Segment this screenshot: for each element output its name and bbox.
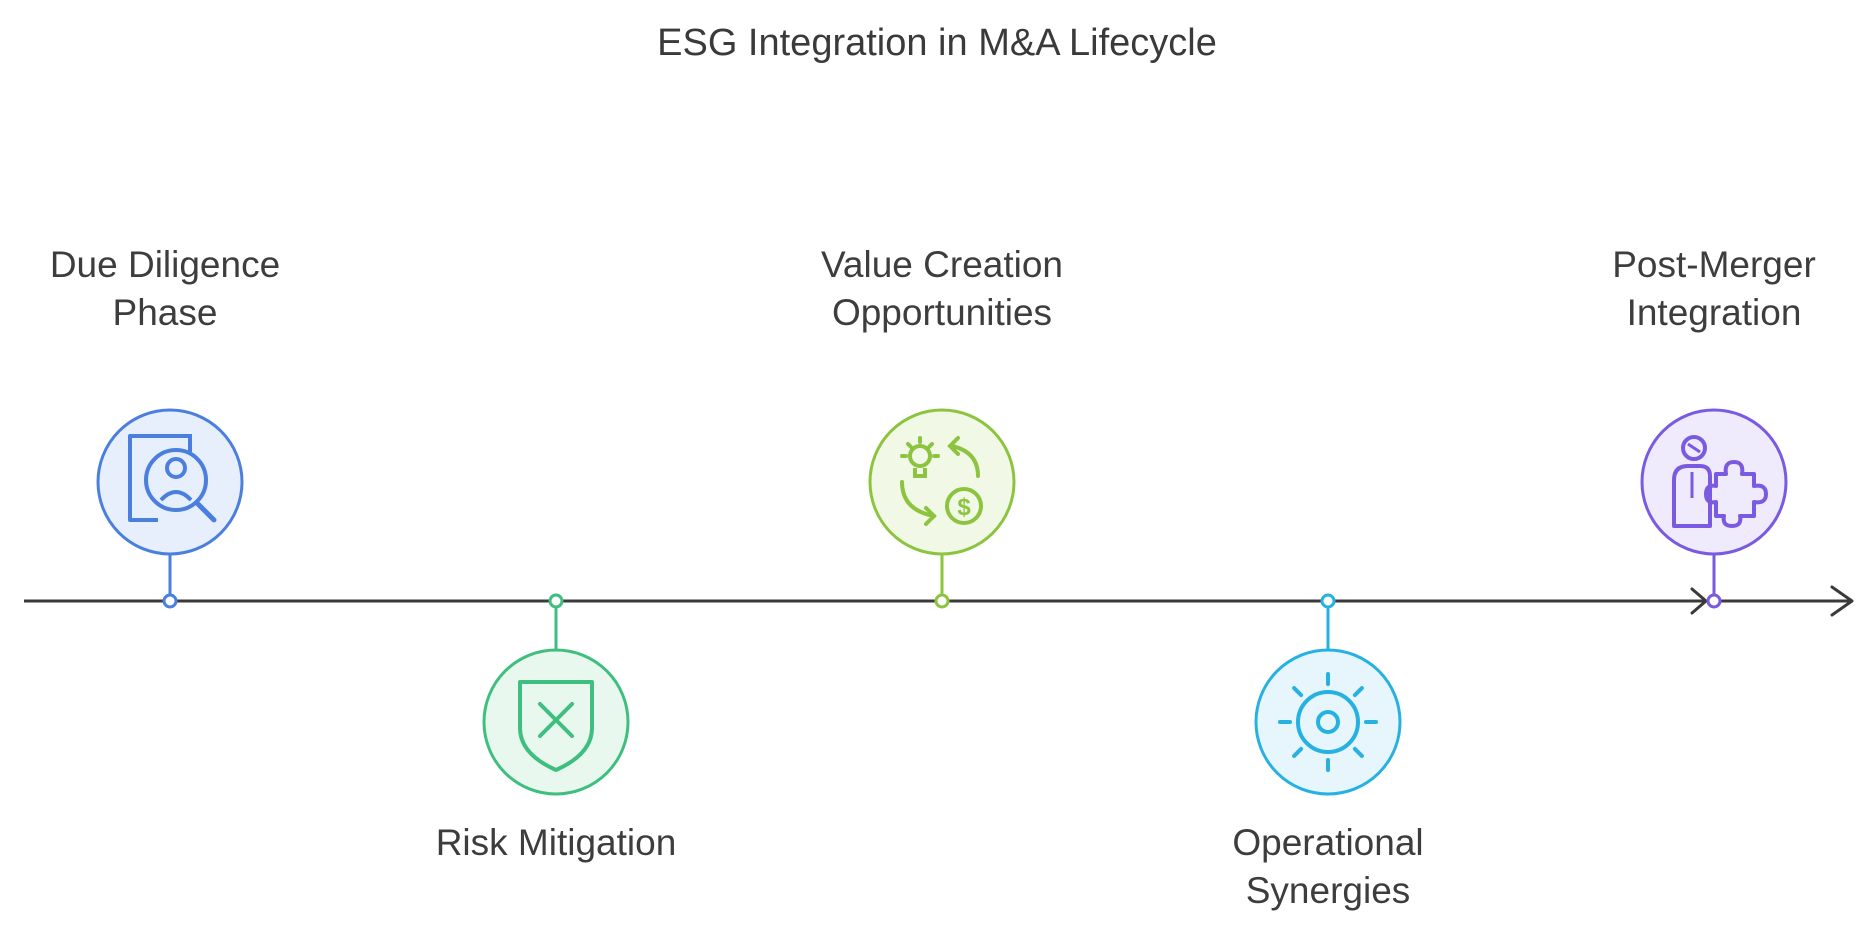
stage-circle (1254, 648, 1402, 796)
stage-circle (96, 408, 244, 556)
timeline-arrowhead-icon (1830, 585, 1854, 617)
stage-risk-mitigation: Risk Mitigation (436, 593, 677, 863)
timeline-dot (1706, 593, 1722, 609)
diagram-title: ESG Integration in M&A Lifecycle (657, 22, 1217, 64)
timeline-dot (1320, 593, 1336, 609)
stage-label: Opportunities (832, 292, 1052, 333)
person-puzzle-icon (1672, 435, 1768, 528)
stage-label: Operational (1232, 822, 1423, 863)
stage-label: Integration (1627, 292, 1802, 333)
timeline-dot (548, 593, 564, 609)
stage-label: Value Creation (821, 244, 1063, 285)
svg-text:$: $ (957, 494, 971, 521)
stage-label: Post-Merger (1612, 244, 1816, 285)
stage-label: Due Diligence (50, 244, 280, 285)
shield-x-icon (518, 680, 594, 772)
idea-to-money-cycle-icon: $ (900, 436, 983, 526)
stage-label: Phase (113, 292, 218, 333)
stage-label: Synergies (1246, 870, 1411, 911)
stage-circle (868, 408, 1016, 556)
sun-gear-icon (1278, 672, 1378, 772)
stage-label: Risk Mitigation (436, 822, 677, 863)
timeline-dot (162, 593, 178, 609)
timeline-mid-arrow-icon (1690, 587, 1708, 615)
document-magnifier-person-icon (128, 434, 217, 523)
timeline-dot (934, 593, 950, 609)
